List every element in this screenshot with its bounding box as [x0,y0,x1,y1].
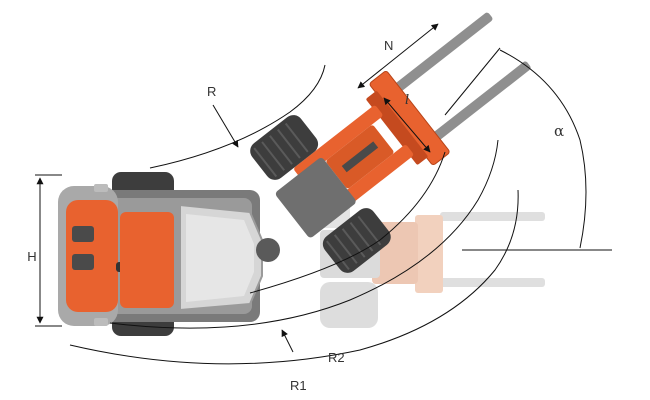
arc-R1 [69,189,519,365]
label-H: H [27,249,36,264]
ghost-fork-upper [440,212,545,221]
front-chassis [275,157,356,238]
arc-alpha [499,49,587,249]
R1-pointer [281,329,294,353]
label-l: l [405,93,409,108]
fork-upper [394,12,493,93]
boom-cylinder [341,141,379,173]
ghost-wheel-right [320,282,378,328]
dimension-lines [35,23,612,365]
label-N: N [384,38,393,53]
rear-body [58,172,280,336]
label-R: R [207,84,216,99]
articulation-joint [256,238,280,262]
alpha-angle-line [444,47,501,116]
rear-orange-panel [120,212,174,308]
R-pointer [212,104,239,148]
fork-lower [432,61,531,141]
arc-R [149,64,326,169]
cab-roof-inner [186,214,254,302]
l-dimension [383,97,431,153]
N-dimension [357,23,439,89]
label-alpha: α [554,122,564,140]
label-R2: R2 [328,350,345,365]
arc-inner-front [249,151,446,294]
label-R1: R1 [290,378,307,393]
engine-vent-2 [72,254,94,270]
ghost-fork-lower [440,278,545,287]
mirror-top [94,184,108,192]
mirror-bottom [94,318,108,326]
arc-R2 [109,139,499,329]
boom-arm-upper [294,105,383,179]
engine-vent-1 [72,226,94,242]
